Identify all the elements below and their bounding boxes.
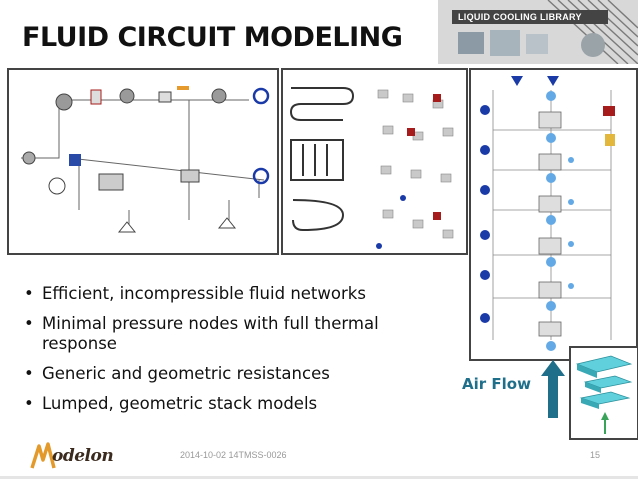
air-flow-label: Air Flow — [462, 375, 531, 393]
feature-bullet-list: Efficient, incompressible fluid networks… — [22, 284, 442, 424]
bullet-item: Generic and geometric resistances — [22, 364, 442, 384]
modelon-logo: odelon — [30, 440, 140, 470]
liquid-cooling-library-banner: LIQUID COOLING LIBRARY — [438, 0, 638, 64]
banner-label: LIQUID COOLING LIBRARY — [452, 10, 608, 24]
stack-3d-panel — [569, 346, 638, 440]
modelon-m-logo-icon — [30, 442, 56, 469]
air-flow-arrow-icon — [541, 360, 565, 418]
footer-date-code: 2014-10-02 14TMSS-0026 — [180, 450, 287, 460]
page-number: 15 — [590, 450, 601, 460]
circuit-diagram-panel — [7, 68, 279, 255]
bullet-item: Efficient, incompressible fluid networks — [22, 284, 442, 304]
stack-model-diagram — [480, 76, 615, 351]
logo-text: odelon — [52, 446, 114, 466]
footer-divider — [0, 476, 638, 479]
bullet-item: Minimal pressure nodes with full thermal… — [22, 314, 442, 354]
stack-model-panel — [469, 68, 638, 361]
circuit-diagram — [21, 86, 270, 233]
pipe-geometry-diagram — [289, 87, 454, 249]
bullet-item: Lumped, geometric stack models — [22, 394, 442, 414]
geometric-pipes-panel — [281, 68, 468, 255]
stack-3d-render — [575, 355, 633, 434]
slide-title: FLUID CIRCUIT MODELING — [22, 22, 403, 53]
